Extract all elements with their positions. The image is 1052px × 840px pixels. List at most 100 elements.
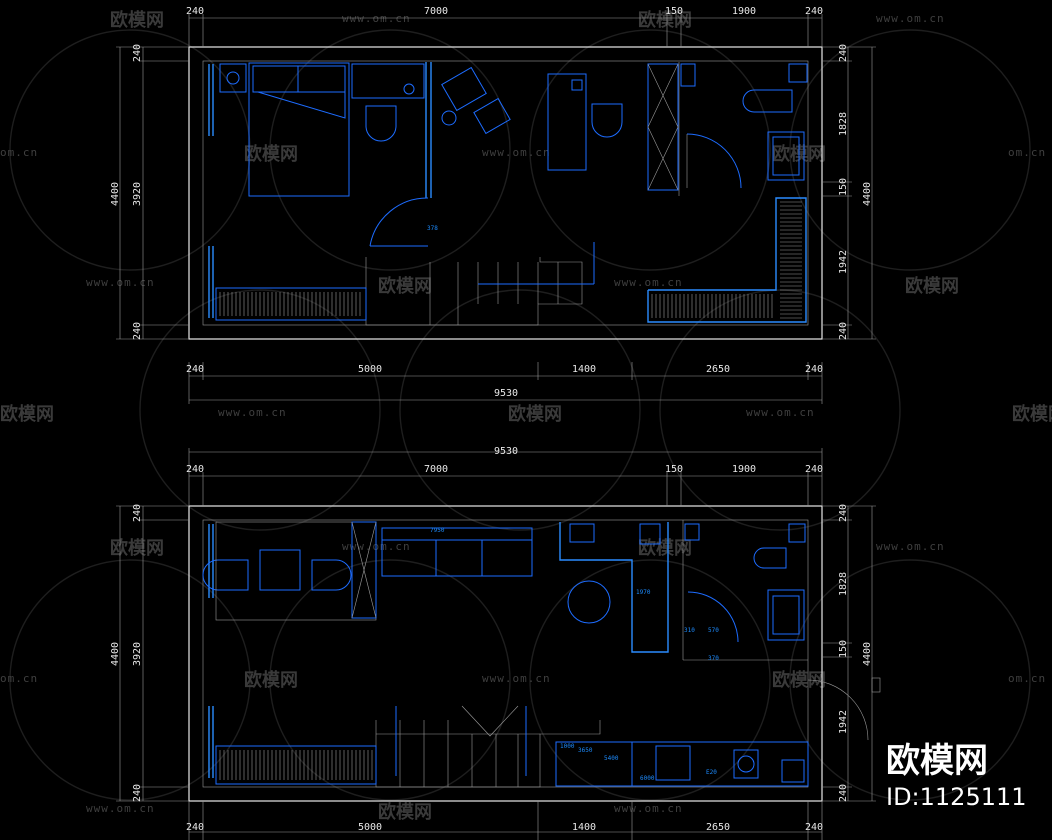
- dimension-label: 240: [186, 6, 204, 17]
- watermark-url: om.cn: [0, 146, 38, 159]
- dimension-label: 1400: [572, 822, 596, 833]
- stove-icon: [737, 755, 755, 773]
- dimension-label: 7950: [430, 527, 445, 534]
- watermark-brand: 欧模网: [378, 275, 432, 297]
- dimension-label: 2650: [706, 822, 730, 833]
- watermark-url: om.cn: [1008, 672, 1046, 685]
- dimension-label: 7000: [424, 464, 448, 475]
- inner-wall: [202, 519, 809, 788]
- dimension-label: 1900: [732, 6, 756, 17]
- door-swing: [369, 197, 429, 247]
- nightstand: [219, 63, 247, 93]
- dimension-label: 1400: [572, 364, 596, 375]
- study-table: [547, 73, 587, 171]
- dimension-label: 240: [132, 322, 143, 340]
- dimension-label: 570: [708, 627, 719, 634]
- dimension-label: 1942: [838, 710, 849, 734]
- overall-dimension-label: 9530: [494, 446, 518, 457]
- chair: [365, 105, 397, 142]
- chair: [591, 103, 623, 138]
- dimension-label: 150: [665, 6, 683, 17]
- overall-dimension-label: 4400: [862, 182, 873, 206]
- dimension-label: 240: [132, 504, 143, 522]
- watermark-url: www.om.cn: [218, 406, 287, 419]
- dimension-label: 240: [805, 364, 823, 375]
- lamp-icon: [403, 83, 415, 95]
- watermark-url: www.om.cn: [746, 406, 815, 419]
- lounge-chairs: [441, 66, 511, 135]
- dimension-label: 150: [665, 464, 683, 475]
- floor-plan-lower: 7950 310 570 1970 370: [110, 446, 881, 840]
- watermark-url: www.om.cn: [876, 540, 945, 553]
- dimension-label: 150: [838, 178, 849, 196]
- dimension-label: 370: [708, 655, 719, 662]
- round-table: [567, 580, 611, 624]
- watermark-brand: 欧模网: [244, 669, 298, 691]
- inner-wall: [202, 60, 809, 326]
- brand-logo-text: 欧模网: [886, 741, 988, 781]
- closet: [647, 197, 807, 323]
- door-swing: [687, 591, 739, 643]
- closet: [215, 287, 367, 321]
- dimension-label: E20: [706, 769, 717, 776]
- staircase: [365, 242, 595, 326]
- shower: [767, 589, 805, 641]
- lamp-icon: [226, 71, 240, 85]
- watermark-url: www.om.cn: [614, 802, 683, 815]
- watermark-url: www.om.cn: [342, 12, 411, 25]
- dimension-label: 3920: [132, 182, 143, 206]
- dimension-label: 1942: [838, 250, 849, 274]
- watermark-url: www.om.cn: [482, 146, 551, 159]
- dimension-label: 310: [684, 627, 695, 634]
- dimension-label: 240: [132, 44, 143, 62]
- dimension-label: 2650: [706, 364, 730, 375]
- dimension-label: 7000: [424, 6, 448, 17]
- watermark-url: www.om.cn: [614, 276, 683, 289]
- watermark-brand: 欧模网: [0, 403, 54, 425]
- overall-dimension-label: 4400: [110, 182, 121, 206]
- dimension-label: 240: [186, 822, 204, 833]
- watermark-layer: 欧模网 欧模网 欧模网 欧模网 欧模网 欧模网 欧模网 欧模网 欧模网 欧模网 …: [0, 9, 1052, 823]
- dimension-label: 240: [186, 464, 204, 475]
- sink: [655, 745, 691, 781]
- dimension-label: 1828: [838, 112, 849, 136]
- dimension-label: 1970: [636, 589, 651, 596]
- dimension-label: 240: [838, 322, 849, 340]
- dimension-label: 6000: [640, 775, 655, 782]
- dimension-label: 1900: [732, 464, 756, 475]
- dimension-label: 150: [838, 640, 849, 658]
- watermark-brand: 欧模网: [378, 801, 432, 823]
- closet: [215, 745, 377, 785]
- watermark-brand: 欧模网: [638, 9, 692, 31]
- dimension-label: 240: [838, 44, 849, 62]
- sink: [788, 523, 806, 543]
- watermark-url: www.om.cn: [86, 276, 155, 289]
- watermark-url: om.cn: [1008, 146, 1046, 159]
- watermark-url: www.om.cn: [482, 672, 551, 685]
- dimension-label: 5000: [358, 822, 382, 833]
- model-id-text: ID:1125111: [886, 783, 1027, 811]
- watermark-brand: 欧模网: [244, 143, 298, 165]
- watermark-brand: 欧模网: [905, 275, 959, 297]
- sink: [788, 63, 808, 83]
- dimension-label: 5000: [358, 364, 382, 375]
- dimension-label: 240: [838, 504, 849, 522]
- door-swing: [686, 133, 742, 189]
- dimension-label: 240: [186, 364, 204, 375]
- overall-dimension-label: 9530: [494, 388, 518, 399]
- dimension-label: 1000: [560, 743, 575, 750]
- dimension-label: 3650: [578, 747, 593, 754]
- desk: [351, 63, 425, 99]
- toilet-icon: [742, 89, 793, 113]
- cabinet: [351, 521, 377, 619]
- floor-plan-upper: 378: [110, 6, 876, 404]
- dimension-label: 240: [805, 6, 823, 17]
- watermark-brand: 欧模网: [110, 537, 164, 559]
- watermark-brand: 欧模网: [638, 537, 692, 559]
- outer-wall: [188, 505, 823, 802]
- watermark-url: www.om.cn: [876, 12, 945, 25]
- counter: [559, 522, 669, 653]
- watermark-brand: 欧模网: [772, 669, 826, 691]
- dining-set: [202, 549, 352, 591]
